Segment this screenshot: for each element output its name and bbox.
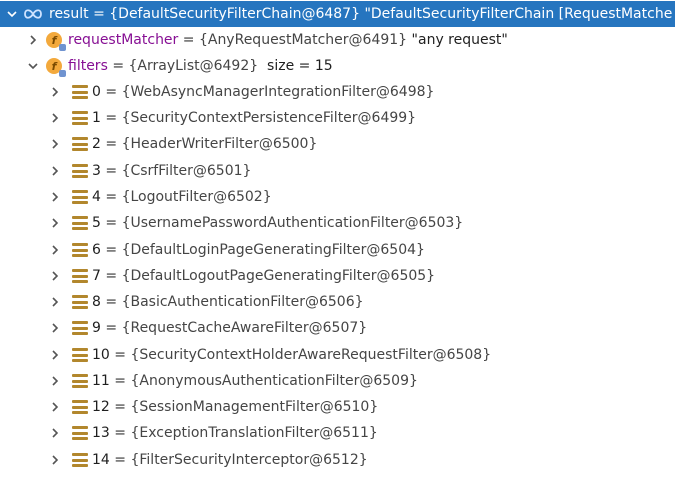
item-index: 8 — [92, 294, 101, 310]
item-value: {FilterSecurityInterceptor@6512} — [130, 452, 368, 468]
list-item-icon — [72, 137, 88, 151]
chevron-right-icon[interactable] — [48, 426, 62, 440]
list-item-icon — [72, 111, 88, 125]
list-item-icon — [72, 269, 88, 283]
chevron-right-icon[interactable] — [48, 137, 62, 151]
variable-value: {ArrayList@6492} — [128, 58, 259, 74]
list-item-icon — [72, 295, 88, 309]
chevron-right-icon[interactable] — [26, 33, 40, 47]
list-item-icon — [72, 243, 88, 257]
variable-name: result — [49, 6, 89, 22]
chevron-down-icon[interactable] — [26, 59, 40, 73]
chevron-right-icon[interactable] — [48, 190, 62, 204]
list-item[interactable]: 12 = {SessionManagementFilter@6510} — [0, 394, 675, 420]
item-value: {BasicAuthenticationFilter@6506} — [121, 294, 364, 310]
list-item-icon — [72, 321, 88, 335]
chevron-right-icon[interactable] — [48, 85, 62, 99]
item-value: {AnonymousAuthenticationFilter@6509} — [130, 373, 418, 389]
chevron-right-icon[interactable] — [48, 243, 62, 257]
item-index: 1 — [92, 110, 101, 126]
chevron-right-icon[interactable] — [48, 111, 62, 125]
list-item-icon — [72, 190, 88, 204]
tree-row-filters[interactable]: f filters = {ArrayList@6492} size = 15 — [0, 53, 675, 79]
list-item-icon — [72, 164, 88, 178]
list-item-icon — [72, 216, 88, 230]
item-value: {SecurityContextPersistenceFilter@6499} — [121, 110, 417, 126]
chevron-right-icon[interactable] — [48, 269, 62, 283]
field-icon: f — [46, 58, 66, 77]
item-index: 7 — [92, 268, 101, 284]
item-index: 4 — [92, 189, 101, 205]
list-item[interactable]: 0 = {WebAsyncManagerIntegrationFilter@64… — [0, 79, 675, 105]
item-value: {WebAsyncManagerIntegrationFilter@6498} — [121, 84, 435, 100]
item-value: {DefaultLogoutPageGeneratingFilter@6505} — [121, 268, 436, 284]
field-icon: f — [46, 32, 66, 51]
tree-row-request-matcher[interactable]: f requestMatcher = {AnyRequestMatcher@64… — [0, 27, 675, 53]
chevron-right-icon[interactable] — [48, 374, 62, 388]
infinity-icon — [23, 7, 45, 21]
variable-name: filters — [68, 58, 108, 74]
item-index: 13 — [92, 425, 110, 441]
item-value: {UsernamePasswordAuthenticationFilter@65… — [121, 215, 464, 231]
item-value: {SecurityContextHolderAwareRequestFilter… — [130, 347, 492, 363]
item-index: 12 — [92, 399, 110, 415]
list-item[interactable]: 13 = {ExceptionTranslationFilter@6511} — [0, 420, 675, 446]
item-value: {SessionManagementFilter@6510} — [130, 399, 379, 415]
size-label: size = 15 — [267, 58, 333, 74]
item-index: 6 — [92, 242, 101, 258]
item-value: {RequestCacheAwareFilter@6507} — [121, 320, 368, 336]
list-item[interactable]: 5 = {UsernamePasswordAuthenticationFilte… — [0, 210, 675, 236]
list-item-icon — [72, 426, 88, 440]
item-index: 11 — [92, 373, 110, 389]
chevron-right-icon[interactable] — [48, 321, 62, 335]
chevron-right-icon[interactable] — [48, 400, 62, 414]
chevron-right-icon[interactable] — [48, 453, 62, 467]
chevron-right-icon[interactable] — [48, 164, 62, 178]
item-index: 14 — [92, 452, 110, 468]
item-value: {DefaultLoginPageGeneratingFilter@6504} — [121, 242, 425, 258]
item-index: 5 — [92, 215, 101, 231]
item-index: 2 — [92, 136, 101, 152]
list-item[interactable]: 8 = {BasicAuthenticationFilter@6506} — [0, 289, 675, 315]
list-item-icon — [72, 453, 88, 467]
chevron-right-icon[interactable] — [48, 295, 62, 309]
list-item[interactable]: 3 = {CsrfFilter@6501} — [0, 158, 675, 184]
tree-row-result[interactable]: result = {DefaultSecurityFilterChain@648… — [0, 1, 675, 27]
item-index: 9 — [92, 320, 101, 336]
item-value: {ExceptionTranslationFilter@6511} — [130, 425, 378, 441]
list-item[interactable]: 11 = {AnonymousAuthenticationFilter@6509… — [0, 368, 675, 394]
variable-name: requestMatcher — [68, 32, 179, 48]
item-value: {CsrfFilter@6501} — [121, 163, 252, 179]
list-item-icon — [72, 348, 88, 362]
item-index: 10 — [92, 347, 110, 363]
list-item[interactable]: 6 = {DefaultLoginPageGeneratingFilter@65… — [0, 237, 675, 263]
chevron-right-icon[interactable] — [48, 348, 62, 362]
list-item[interactable]: 7 = {DefaultLogoutPageGeneratingFilter@6… — [0, 263, 675, 289]
list-item[interactable]: 2 = {HeaderWriterFilter@6500} — [0, 131, 675, 157]
list-item-icon — [72, 374, 88, 388]
item-index: 3 — [92, 163, 101, 179]
variable-string: "any request" — [411, 32, 508, 48]
item-value: {LogoutFilter@6502} — [121, 189, 272, 205]
list-item[interactable]: 10 = {SecurityContextHolderAwareRequestF… — [0, 342, 675, 368]
item-index: 0 — [92, 84, 101, 100]
variable-value: {AnyRequestMatcher@6491} — [198, 32, 408, 48]
list-item[interactable]: 4 = {LogoutFilter@6502} — [0, 184, 675, 210]
variable-value: {DefaultSecurityFilterChain@6487} "Defau… — [109, 6, 673, 22]
item-value: {HeaderWriterFilter@6500} — [121, 136, 318, 152]
list-item-icon — [72, 85, 88, 99]
list-item[interactable]: 9 = {RequestCacheAwareFilter@6507} — [0, 315, 675, 341]
list-item[interactable]: 1 = {SecurityContextPersistenceFilter@64… — [0, 105, 675, 131]
chevron-down-icon[interactable] — [5, 7, 19, 21]
list-item[interactable]: 14 = {FilterSecurityInterceptor@6512} — [0, 447, 675, 473]
list-item-icon — [72, 400, 88, 414]
chevron-right-icon[interactable] — [48, 216, 62, 230]
